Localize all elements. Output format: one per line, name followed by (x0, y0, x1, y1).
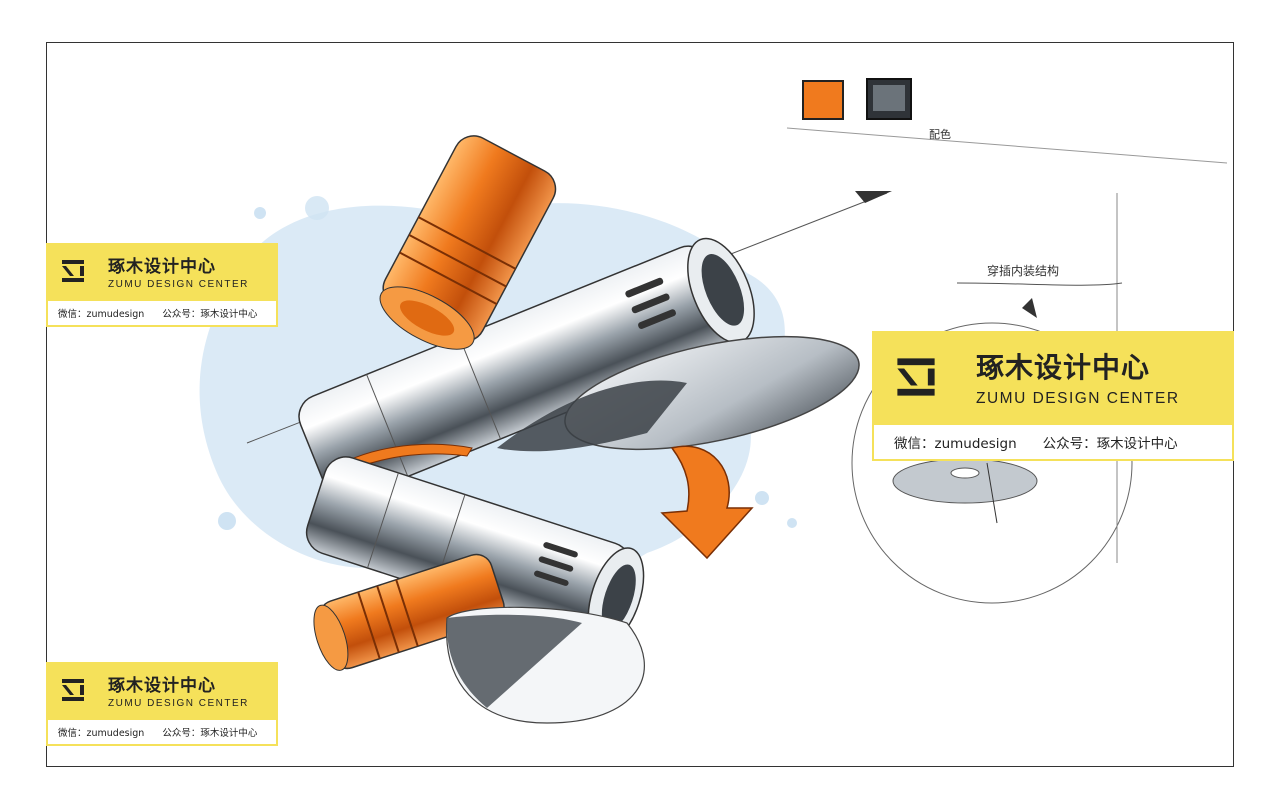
wechat-label: 微信：zumudesign (58, 309, 145, 320)
brand-name-en: ZUMU DESIGN CENTER (108, 279, 249, 290)
detail-circle-sketch (851, 322, 1133, 604)
brand-name-en: ZUMU DESIGN CENTER (108, 698, 249, 709)
zumu-logo-icon (897, 358, 935, 396)
main-body-lower (305, 456, 645, 646)
detail-disc (892, 458, 1038, 504)
brand-name-cn: 琢木设计中心 (976, 351, 1151, 384)
wechat-label: 微信：zumudesign (894, 436, 1017, 452)
color-note: 配色 (929, 127, 951, 141)
brand-name-cn: 琢木设计中心 (108, 676, 216, 696)
official-account-label: 公众号：琢木设计中心 (1042, 436, 1178, 452)
wechat-label: 微信：zumudesign (58, 728, 145, 739)
official-account-label: 公众号：琢木设计中心 (162, 728, 258, 739)
zumu-logo-icon (62, 260, 84, 282)
watermark-badge-top-left: 琢木设计中心 ZUMU DESIGN CENTER 微信：zumudesign … (46, 243, 278, 327)
brand-name-en: ZUMU DESIGN CENTER (976, 390, 1180, 407)
product-sketch-illustration: 配色 穿插内装结构 (199, 78, 1228, 724)
watermark-badge-bottom-left: 琢木设计中心 ZUMU DESIGN CENTER 微信：zumudesign … (46, 662, 278, 746)
orange-accent-bar (346, 443, 473, 469)
zumu-logo-icon (62, 679, 84, 701)
handle-lower-orange (313, 553, 505, 671)
brand-name-cn: 琢木设计中心 (108, 257, 216, 277)
main-body-upper (298, 237, 755, 501)
arrow-head (855, 191, 892, 203)
watermark-badge-right: 琢木设计中心 ZUMU DESIGN CENTER 微信：zumudesign … (872, 331, 1234, 461)
structure-note: 穿插内装结构 (987, 263, 1059, 278)
official-account-label: 公众号：琢木设计中心 (162, 309, 258, 320)
rotate-arrow (660, 445, 754, 560)
handle-upper-orange (379, 135, 557, 350)
swatch-orange (802, 80, 844, 120)
